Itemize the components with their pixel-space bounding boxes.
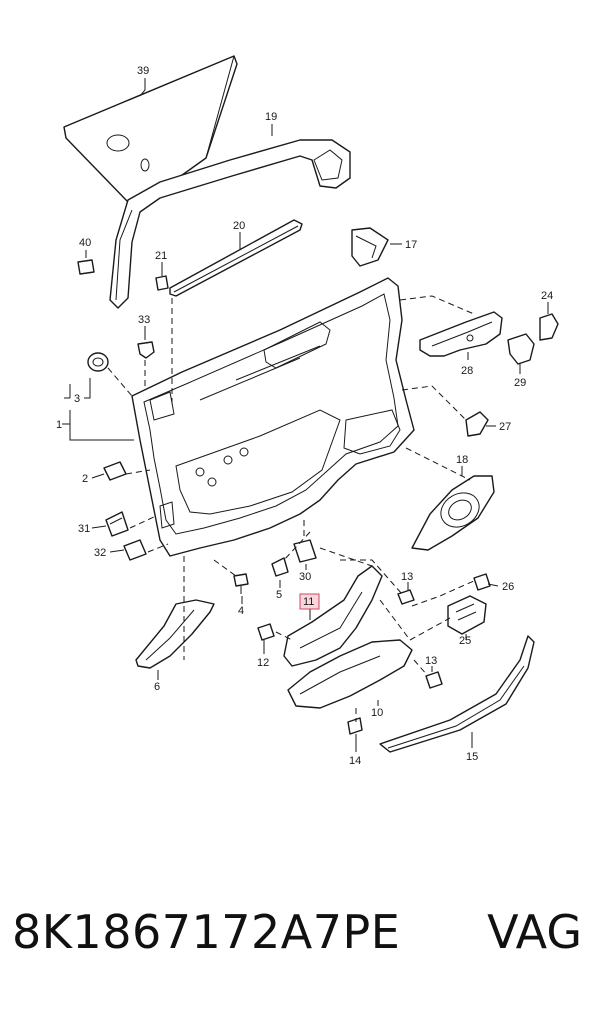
- part-24-end-cap: [539, 313, 559, 341]
- leader-lines: [62, 78, 549, 752]
- callout-33: 33: [138, 314, 150, 326]
- callout-14: 14: [349, 755, 361, 767]
- part-20-trim-strip: [169, 219, 303, 297]
- callout-10: 10: [371, 707, 383, 719]
- assembly-dash-lines: [107, 295, 477, 722]
- part-40-cap: [77, 259, 95, 275]
- callout-15: 15: [466, 751, 478, 763]
- callout-30: 30: [299, 571, 311, 583]
- part-26-cap: [473, 573, 491, 591]
- part-15-trim-strip: [379, 635, 535, 753]
- callout-21: 21: [155, 250, 167, 262]
- part-4-screw: [233, 573, 249, 594]
- callout-3: 3: [74, 393, 80, 405]
- part-13-screw-lower: [425, 671, 443, 689]
- part-11-armrest-bracket: [283, 565, 383, 667]
- part-17-mirror-cover: [351, 227, 389, 267]
- part-6-trim-piece: [135, 599, 215, 669]
- part-21-clip: [155, 275, 169, 291]
- part-33-clip: [137, 341, 155, 359]
- part-18-speaker-grille: [411, 475, 495, 551]
- part-29-lever: [507, 333, 535, 365]
- callout-27: 27: [499, 421, 511, 433]
- callout-29: 29: [514, 377, 526, 389]
- callout-4: 4: [238, 605, 244, 617]
- part-3-grommet: [87, 352, 109, 372]
- callout-17: 17: [405, 239, 417, 251]
- highlight-box-11: [299, 593, 320, 610]
- part-13-screw-upper: [397, 589, 415, 605]
- callout-12: 12: [257, 657, 269, 669]
- part-27-button: [465, 411, 489, 437]
- callout-labels: 39 19 40 21 20 17 24 33 28 29 3 1 27 18 …: [56, 65, 553, 767]
- callout-24: 24: [541, 290, 553, 302]
- callout-13-upper: 13: [401, 571, 413, 583]
- part-10-armrest: [287, 639, 413, 709]
- callout-39: 39: [137, 65, 149, 77]
- callout-20: 20: [233, 220, 245, 232]
- callout-13-lower: 13: [425, 655, 437, 667]
- part-2-clip: [103, 461, 127, 481]
- part-1-door-trim-panel: [131, 277, 415, 557]
- callout-25: 25: [459, 635, 471, 647]
- part-14-clip: [347, 717, 363, 735]
- part-12-screw: [257, 623, 275, 641]
- callout-32: 32: [94, 547, 106, 559]
- part-25-window-switch-panel: [447, 595, 487, 635]
- part-28-door-handle: [419, 311, 503, 357]
- part-5-clip: [271, 557, 289, 577]
- callout-2: 2: [82, 473, 88, 485]
- part-30-lamp: [293, 539, 317, 563]
- brand-label: VAG: [487, 905, 582, 959]
- callout-19: 19: [265, 111, 277, 123]
- callout-31: 31: [78, 523, 90, 535]
- callout-11: 11: [303, 596, 314, 608]
- part-number: 8K1867172A7PE: [12, 905, 401, 959]
- part-39-insulation-panel: [63, 55, 238, 209]
- callout-6: 6: [154, 681, 160, 693]
- callout-40: 40: [79, 237, 91, 249]
- part-31-switch: [105, 511, 129, 537]
- callout-1: 1: [56, 419, 62, 431]
- part-32-switch: [123, 539, 147, 561]
- part-19-window-frame-trim: [109, 139, 351, 309]
- callout-5: 5: [276, 589, 282, 601]
- callout-28: 28: [461, 365, 473, 377]
- callout-26: 26: [502, 581, 514, 593]
- callout-18: 18: [456, 454, 468, 466]
